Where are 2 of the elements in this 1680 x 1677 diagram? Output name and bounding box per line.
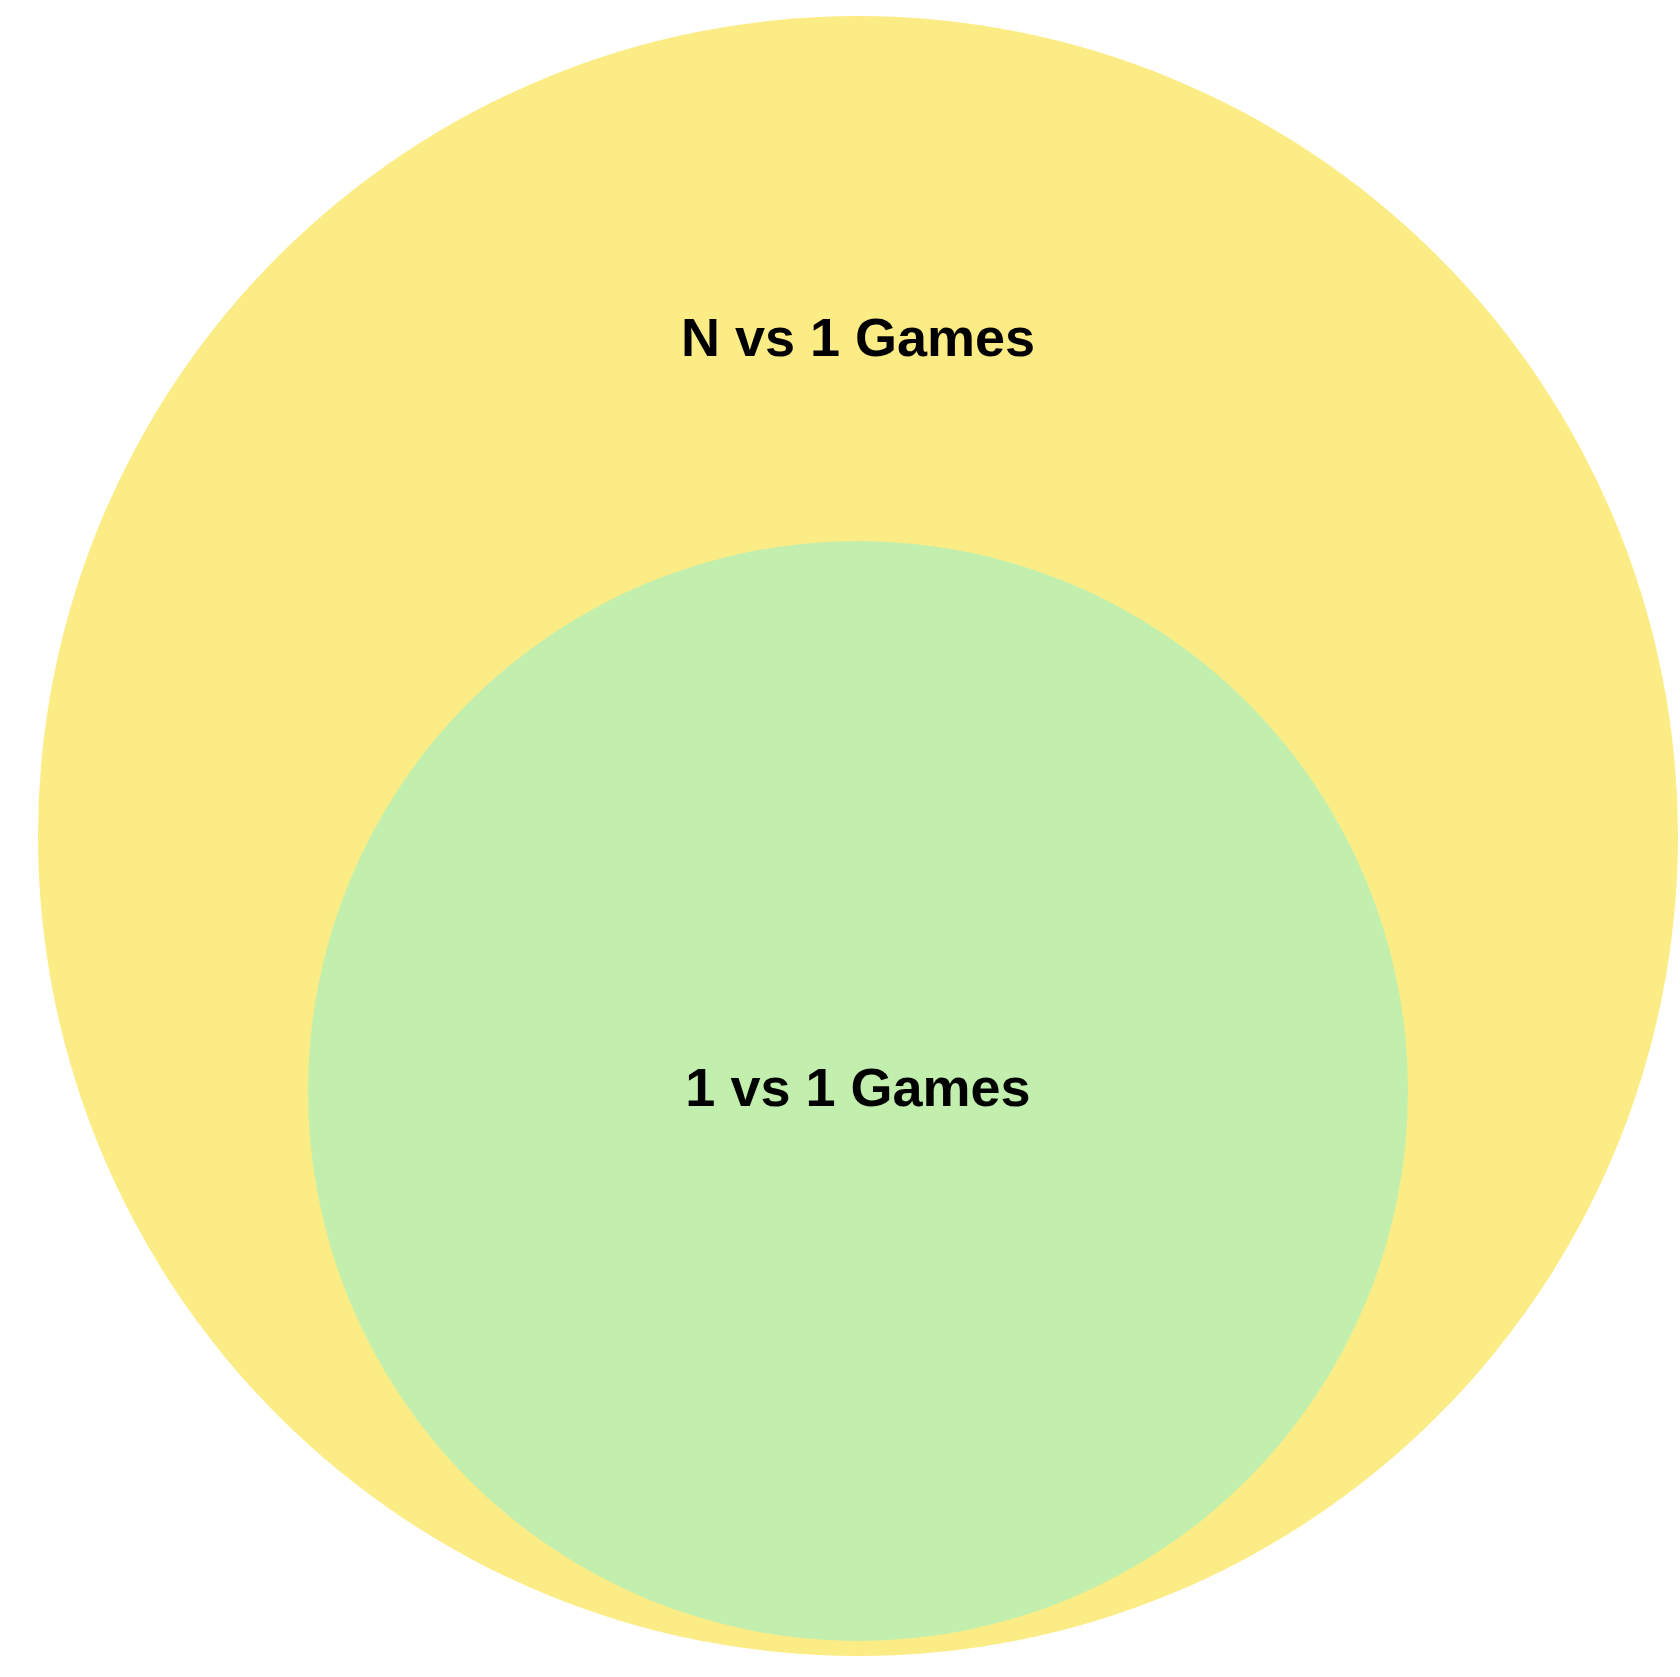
set-label: N vs 1 Games: [680, 306, 1036, 368]
set-label: 1 vs 1 Games: [685, 1056, 1031, 1118]
